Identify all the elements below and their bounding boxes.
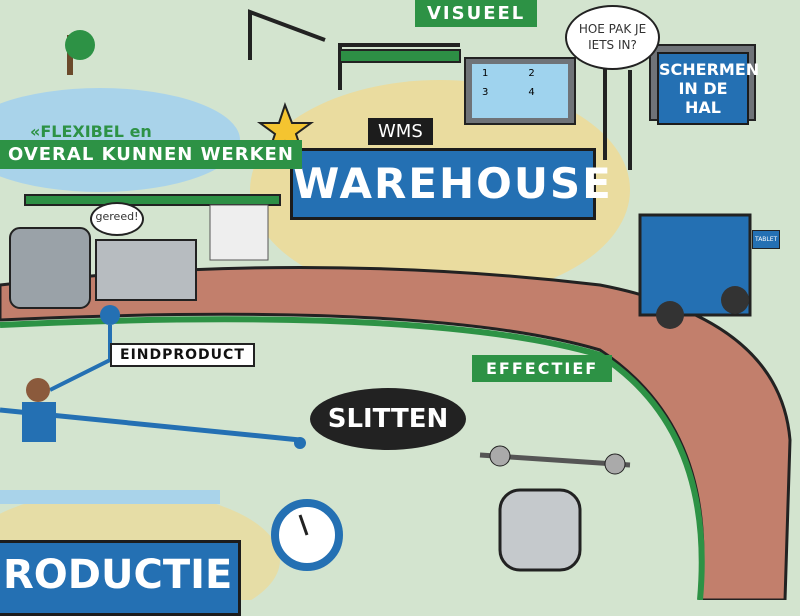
warehouse-frame [248,9,326,60]
barbell-weight [604,453,626,475]
label-wms: WMS [368,118,433,145]
worker-body [22,402,56,442]
route-line [49,325,112,392]
steel-coil [9,227,91,309]
step-4: 4 [528,87,535,98]
label-overal-kunnen-werken: OVERAL KUNNEN WERKEN [0,140,302,169]
route-node [294,437,306,449]
forklift-wheel [721,286,749,314]
tablet-device: TABLET [752,230,781,249]
road-edge [0,316,705,600]
route-node [100,305,120,325]
screen-steps: 1 2 3 4 [482,68,562,98]
info-screen-display [472,64,568,118]
roller-door [209,204,269,261]
label-warehouse: WAREHOUSE [290,148,611,220]
speech-bubble-gereed: gereed! [90,202,144,236]
tree-crown [65,30,95,60]
steel-sheets [95,239,197,301]
stopwatch-hand [298,514,309,536]
route-band [0,490,220,504]
barbell-weight [489,445,511,467]
coil-character [498,488,582,572]
step-3: 3 [482,87,489,98]
label-eindproduct: EINDPRODUCT [110,343,255,367]
label-productie: RODUCTIE [0,540,241,616]
label-visueel: VISUEEL [415,0,538,27]
warehouse-frame [338,43,460,90]
label-schermen-in-de-hal: SCHERMEN IN DE HAL [657,52,759,125]
step-2: 2 [528,68,535,79]
speech-bubble-slitten: SLITTEN [310,388,466,450]
speech-bubble-hoe-pak: HOE PAK JE IETS IN? [565,5,660,70]
worker-head [26,378,50,402]
label-flexibel: «FLEXIBEL en [30,122,152,141]
label-effectief: EFFECTIEF [472,355,613,382]
crane-beam [339,49,461,63]
crane-beam [24,194,281,206]
forklift-wheel [656,301,684,329]
step-1: 1 [482,68,489,79]
